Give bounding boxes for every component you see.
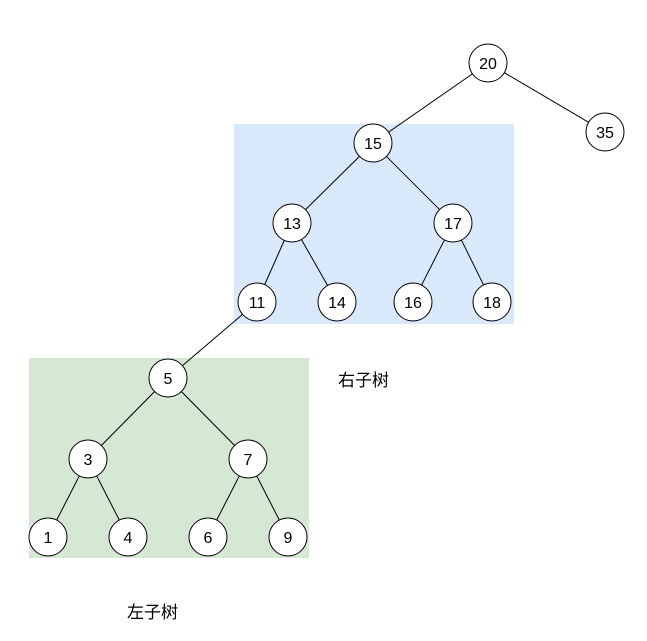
edges-layer [56,72,589,521]
edge-n3-n4 [96,475,120,521]
edge-n5-n3 [100,391,156,446]
node-circle [472,282,512,322]
node-circle [108,517,148,557]
edge-n3-n1 [56,475,80,521]
node-circle [317,282,357,322]
node-circle [585,112,625,152]
edge-n11-n5 [182,313,243,367]
tree-node-1: 1 [28,517,68,557]
tree-node-11: 11 [237,282,277,322]
right-subtree-label: 右子树 [338,371,389,391]
edge-n5-n7 [180,391,236,446]
edge-n17-n16 [421,239,445,286]
tree-node-35: 35 [585,112,625,152]
tree-node-18: 18 [472,282,512,322]
node-circle [148,358,188,398]
edge-n15-n13 [305,155,360,211]
node-circle [433,203,473,243]
tree-node-17: 17 [433,203,473,243]
tree-node-16: 16 [393,282,433,322]
tree-node-4: 4 [108,517,148,557]
node-circle [393,282,433,322]
node-circle [188,517,228,557]
edge-n13-n11 [264,240,285,285]
edge-n15-n17 [386,156,440,210]
node-circle [237,282,277,322]
node-value: 5 [164,371,173,388]
node-circle [353,123,393,163]
edge-n13-n14 [300,239,329,286]
tree-node-20: 20 [468,43,508,83]
node-circle [228,439,268,479]
node-value: 11 [249,295,266,312]
tree-node-5: 5 [148,358,188,398]
node-value: 35 [596,125,614,142]
node-value: 1 [44,530,53,547]
tree-node-9: 9 [268,517,308,557]
node-value: 9 [284,530,293,547]
edge-n17-n18 [460,239,485,286]
tree-node-15: 15 [353,123,393,163]
node-circle [468,43,508,83]
node-value: 3 [84,452,93,469]
tree-node-14: 14 [317,282,357,322]
edge-n7-n9 [256,475,280,521]
node-circle [68,439,108,479]
node-circle [272,203,312,243]
edge-n20-n15 [388,73,473,133]
node-value: 17 [444,216,462,233]
edge-n20-n35 [504,72,589,123]
node-value: 14 [328,295,346,312]
node-value: 6 [204,530,213,547]
tree-node-7: 7 [228,439,268,479]
edge-n7-n6 [216,475,240,521]
tree-node-3: 3 [68,439,108,479]
node-value: 16 [404,295,422,312]
node-value: 18 [483,295,501,312]
tree-node-13: 13 [272,203,312,243]
node-value: 15 [364,136,382,153]
node-value: 13 [283,216,301,233]
node-circle [268,517,308,557]
left-subtree-label: 左子树 [127,603,178,623]
node-value: 20 [479,56,497,73]
node-circle [28,517,68,557]
node-value: 4 [124,530,133,547]
tree-node-6: 6 [188,517,228,557]
node-value: 7 [244,452,253,469]
